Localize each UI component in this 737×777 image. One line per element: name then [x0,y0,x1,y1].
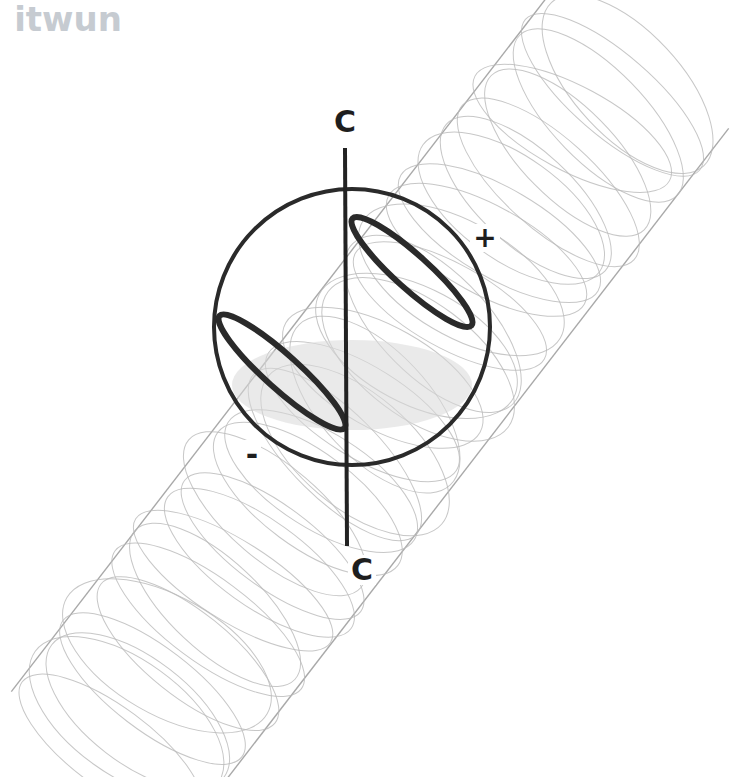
helix-loop [231,333,478,568]
helix-loop [499,0,726,201]
helix-loop [143,462,377,664]
charge-sign: + [470,224,499,252]
sphere [208,148,490,546]
helix-loop [75,551,302,756]
orbital-stripe [208,303,356,441]
helix-loop [393,103,630,314]
helix-loop [90,517,326,722]
orbital-stripe [341,206,483,338]
helix-loop [104,497,325,712]
helix-loop [487,3,710,229]
helix-loop [414,89,637,305]
charge-sign: - [243,440,261,470]
axis-label: C [348,555,376,585]
helix-loop [455,39,689,218]
helix-loop [459,43,677,262]
watermark: itwun [11,2,125,36]
helix-loop [2,605,252,777]
helix-loop [114,485,351,676]
helix-loop [513,0,737,202]
axis-label: C [331,107,359,137]
helix-loop [158,404,392,623]
axis-line [345,148,347,546]
helix-loop [432,71,664,293]
helix-loop [367,157,606,343]
helix-loop [38,587,267,777]
helix-loop [160,448,385,645]
